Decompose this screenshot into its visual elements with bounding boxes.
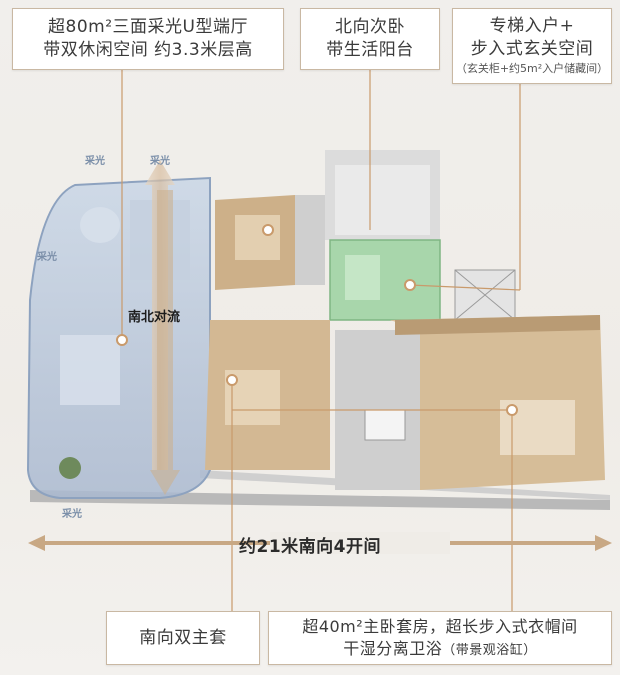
light-tag-top-left: 采光 — [85, 156, 105, 167]
light-tag-left: 采光 — [37, 252, 57, 263]
callout-living-line2: 带双休闲空间 约3.3米层高 — [43, 40, 253, 60]
callout-entry-line1: 专梯入户+ — [489, 16, 575, 36]
callout-master-suite: 超40m²主卧套房，超长步入式衣帽间 干湿分离卫浴（带景观浴缸） — [268, 611, 612, 665]
callout-north-bedroom: 北向次卧 带生活阳台 — [300, 8, 440, 70]
airflow-label: 南北对流 — [128, 310, 181, 325]
green-bedroom — [329, 239, 441, 321]
north-balcony — [325, 150, 440, 240]
light-tag-bottom: 采光 — [62, 509, 82, 520]
callout-entry: 专梯入户+ 步入式玄关空间 （玄关柜+约5m²入户储藏间） — [452, 8, 612, 84]
callout-entry-note: （玄关柜+约5m²入户储藏间） — [455, 62, 609, 75]
lift-core — [454, 269, 516, 321]
callout-master-line2-wrap: 干湿分离卫浴（带景观浴缸） — [269, 638, 611, 662]
leader-lines — [121, 70, 521, 611]
frontage-label: 约21米南向4开间 — [239, 537, 381, 557]
callout-living-line1: 超80m²三面采光U型端厅 — [48, 17, 248, 37]
callout-north-line1: 北向次卧 — [335, 17, 405, 37]
airflow-arrows — [145, 160, 180, 495]
callout-south-line1: 南向双主套 — [139, 628, 227, 648]
callout-living-room: 超80m²三面采光U型端厅 带双休闲空间 约3.3米层高 — [12, 8, 284, 70]
callout-master-line1: 超40m²主卧套房，超长步入式衣帽间 — [302, 617, 578, 636]
callout-north-line2: 带生活阳台 — [326, 40, 414, 60]
callout-south-master: 南向双主套 — [106, 611, 260, 665]
master-suite — [390, 315, 605, 490]
callout-master-line2-tail: （带景观浴缸） — [442, 643, 537, 658]
callout-entry-line2: 步入式玄关空间 — [470, 39, 594, 59]
north-room — [215, 195, 325, 290]
hotspots — [116, 224, 518, 416]
callout-master-line2: 干湿分离卫浴 — [343, 639, 443, 658]
south-bedroom-left — [205, 320, 330, 470]
frontage-arrow — [28, 532, 612, 554]
light-tag-top-right: 采光 — [150, 156, 170, 167]
